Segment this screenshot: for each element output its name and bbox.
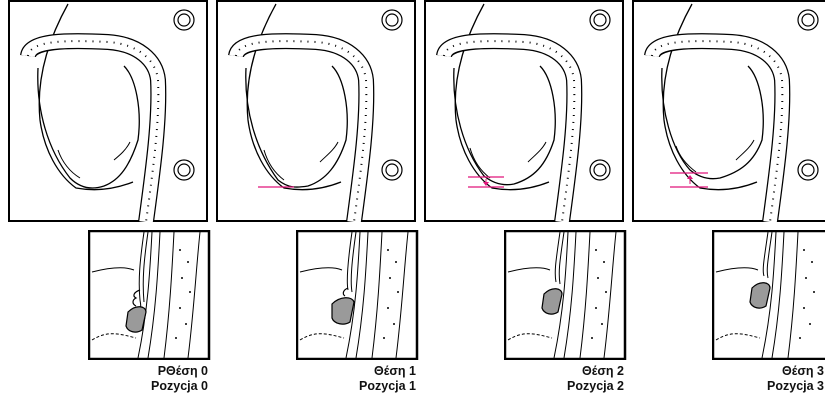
position-1-panel xyxy=(216,0,416,222)
position-2-caption: Θέση 2 Pozycja 2 xyxy=(424,364,624,394)
caption-greek: Θέση 1 xyxy=(216,364,416,379)
position-3-caption: Θέση 3 Pozycja 3 xyxy=(624,364,824,394)
position-2-detail xyxy=(504,230,644,360)
position-1-caption: Θέση 1 Pozycja 1 xyxy=(216,364,416,394)
caption-polish: Pozycja 1 xyxy=(216,379,416,394)
caption-greek: PΘέση 0 xyxy=(8,364,208,379)
caption-polish: Pozycja 3 xyxy=(624,379,824,394)
position-0-detail xyxy=(88,230,228,360)
position-2-panel xyxy=(424,0,624,222)
position-0-panel xyxy=(8,0,208,222)
caption-polish: Pozycja 2 xyxy=(424,379,624,394)
caption-greek: Θέση 3 xyxy=(624,364,824,379)
position-3-detail xyxy=(712,230,825,360)
caption-polish: Pozycja 0 xyxy=(8,379,208,394)
position-0-caption: PΘέση 0 Pozycja 0 xyxy=(8,364,208,394)
position-1-detail xyxy=(296,230,436,360)
caption-greek: Θέση 2 xyxy=(424,364,624,379)
position-3-panel xyxy=(632,0,825,222)
